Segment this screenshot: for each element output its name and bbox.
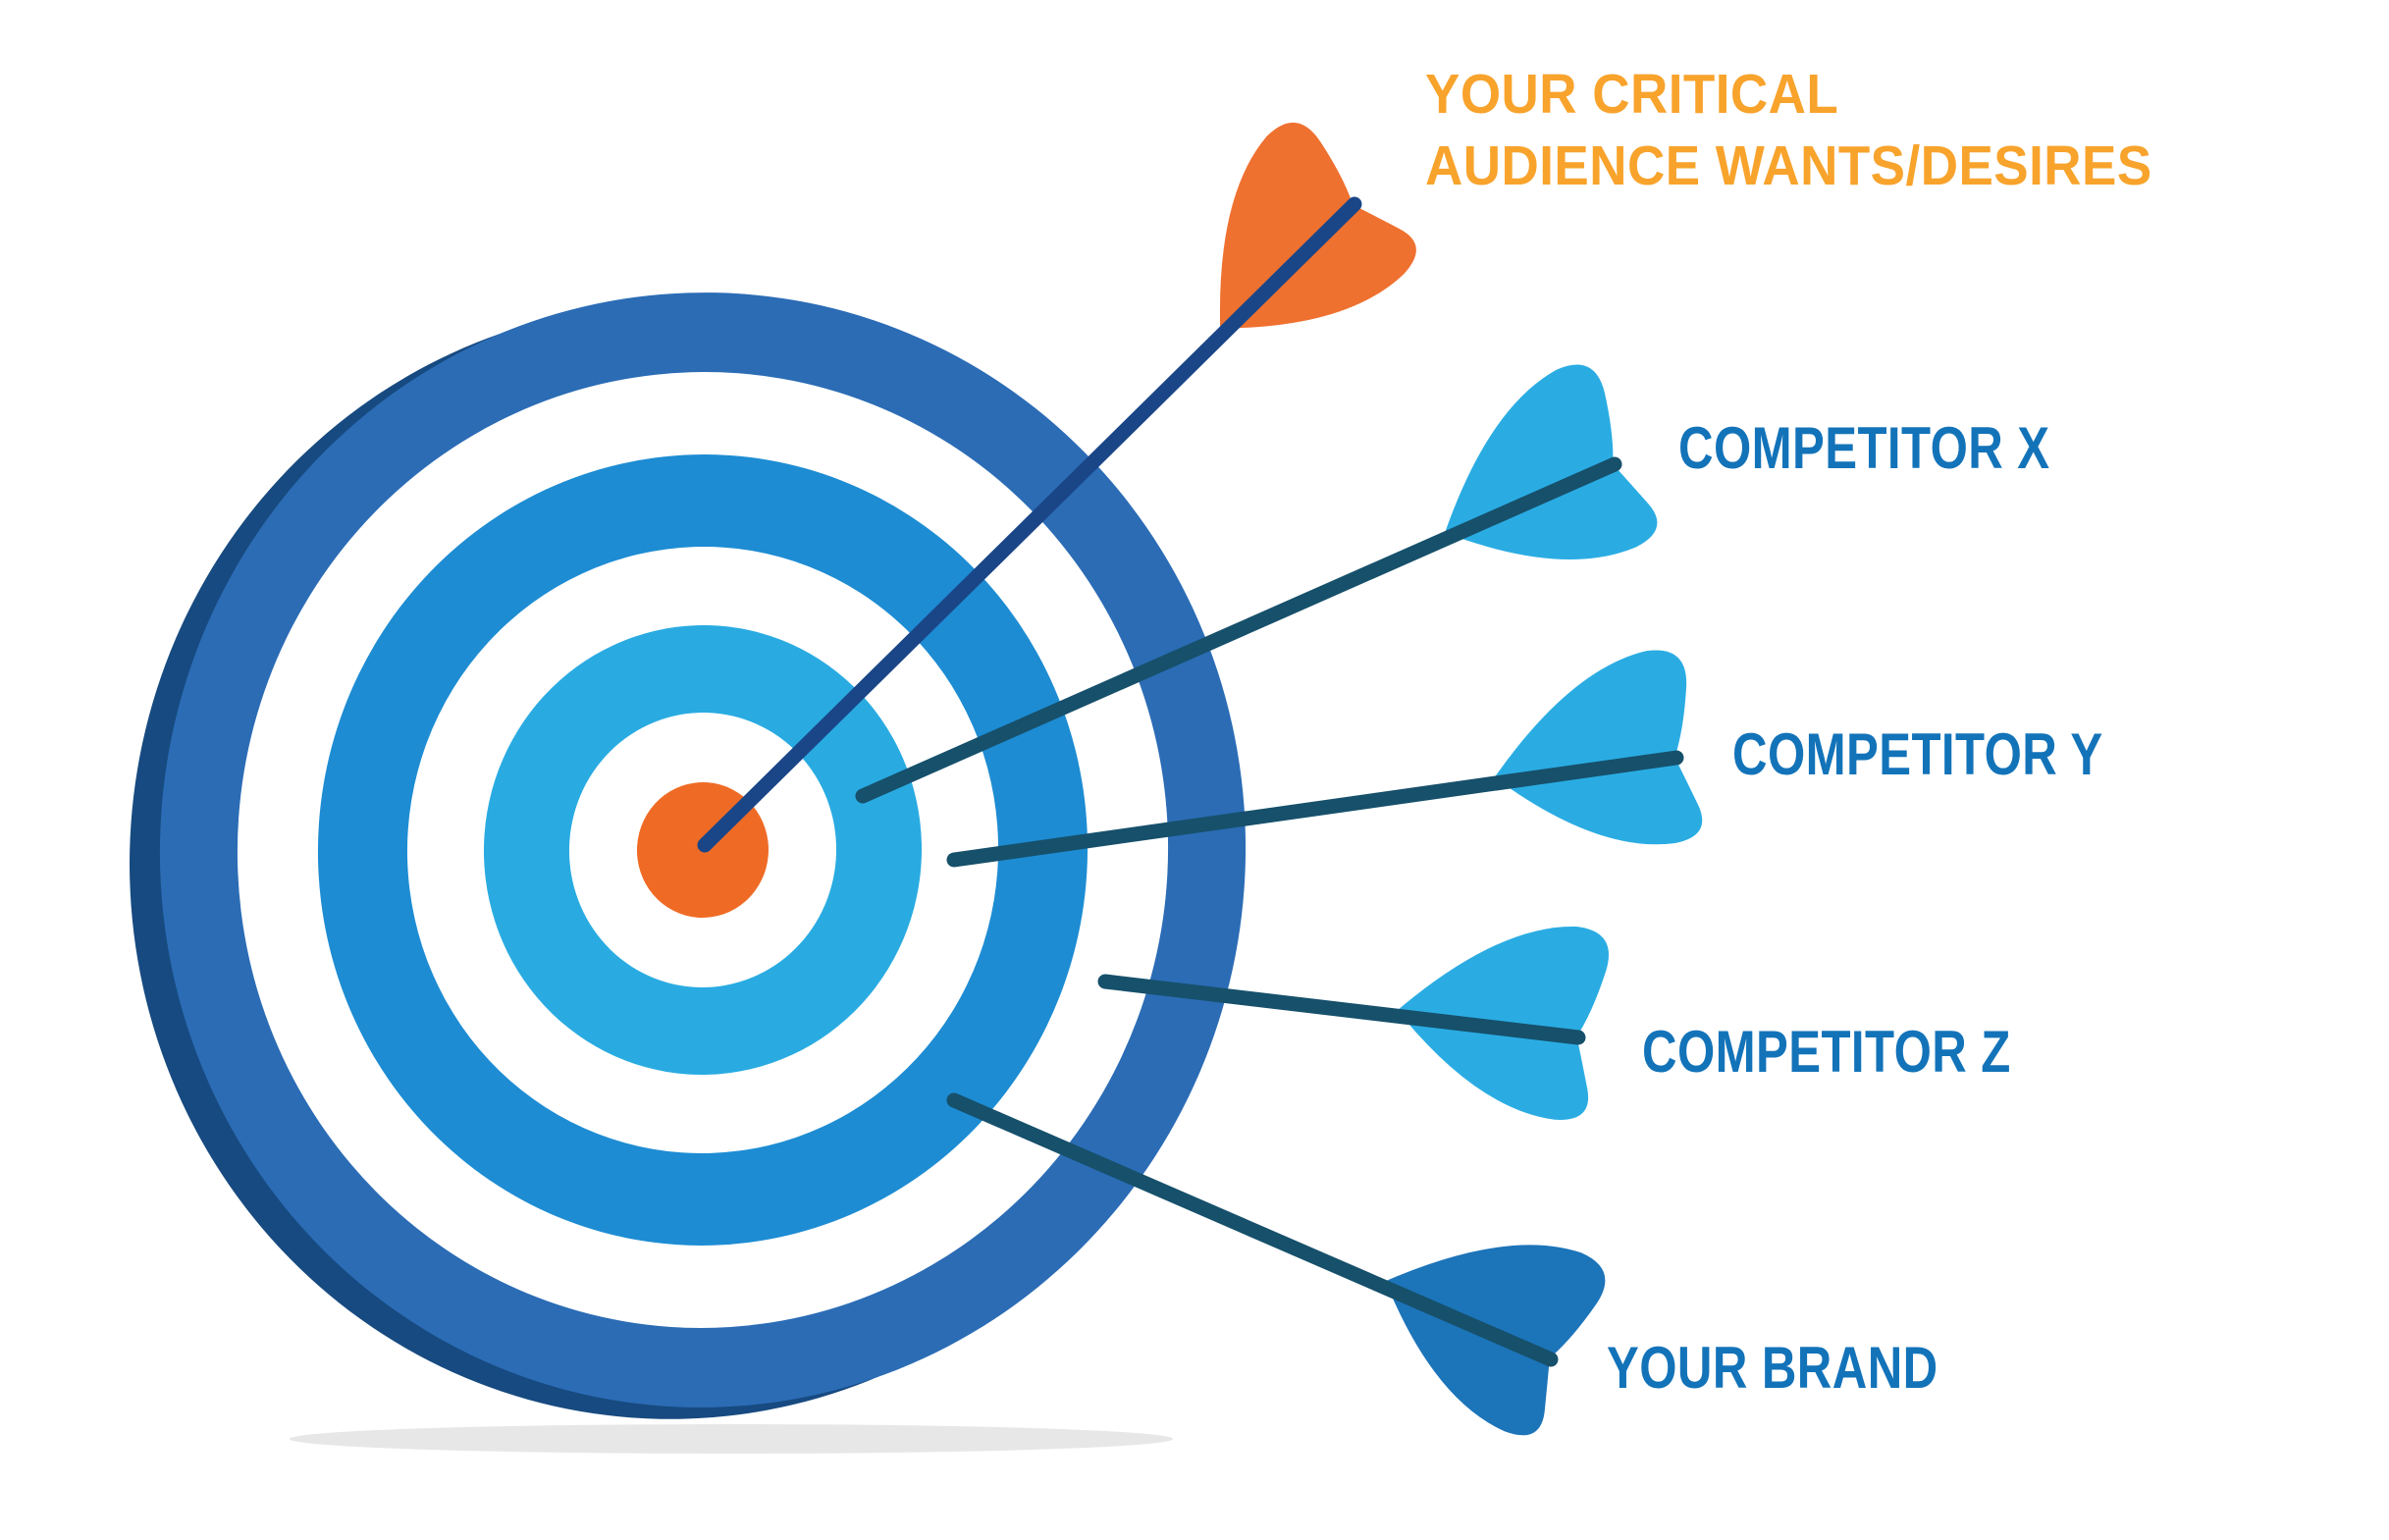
label-competitor-x: COMPETITOR X [1678,415,2050,481]
label-your-brand: YOUR BRAND [1607,1335,1938,1401]
target-board [130,292,1247,1419]
arrow-your-brand-fletching [1380,1245,1606,1436]
arrow-competitor-y-shaft [946,750,1684,868]
arrow-competitor-z [1097,927,1609,1120]
arrow-competitor-y [946,650,1703,868]
label-competitor-z: COMPETITOR Z [1642,1019,2011,1085]
arrow-competitor-z-shaft [1097,974,1586,1045]
arrow-audience [697,122,1416,853]
arrow-competitor-z-fletching [1393,927,1609,1120]
target-shadow [290,1424,1173,1454]
arrow-audience-fletching [1219,122,1416,334]
arrow-your-brand [946,1092,1606,1436]
arrow-competitor-x-fletching [1443,364,1658,559]
label-competitor-y: COMPETITOR Y [1732,721,2103,787]
heading-audience-wants: YOUR CRITICAL AUDIENCE WANTS/DESIRES [1425,59,2152,202]
arrow-competitor-x-shaft [855,456,1622,804]
arrow-audience-shaft [697,196,1362,853]
heading-line-2: AUDIENCE WANTS/DESIRES [1425,133,2152,197]
heading-line-1: YOUR CRITICAL [1425,63,1839,126]
arrow-competitor-x [855,364,1658,804]
arrow-your-brand-shaft [946,1092,1559,1367]
